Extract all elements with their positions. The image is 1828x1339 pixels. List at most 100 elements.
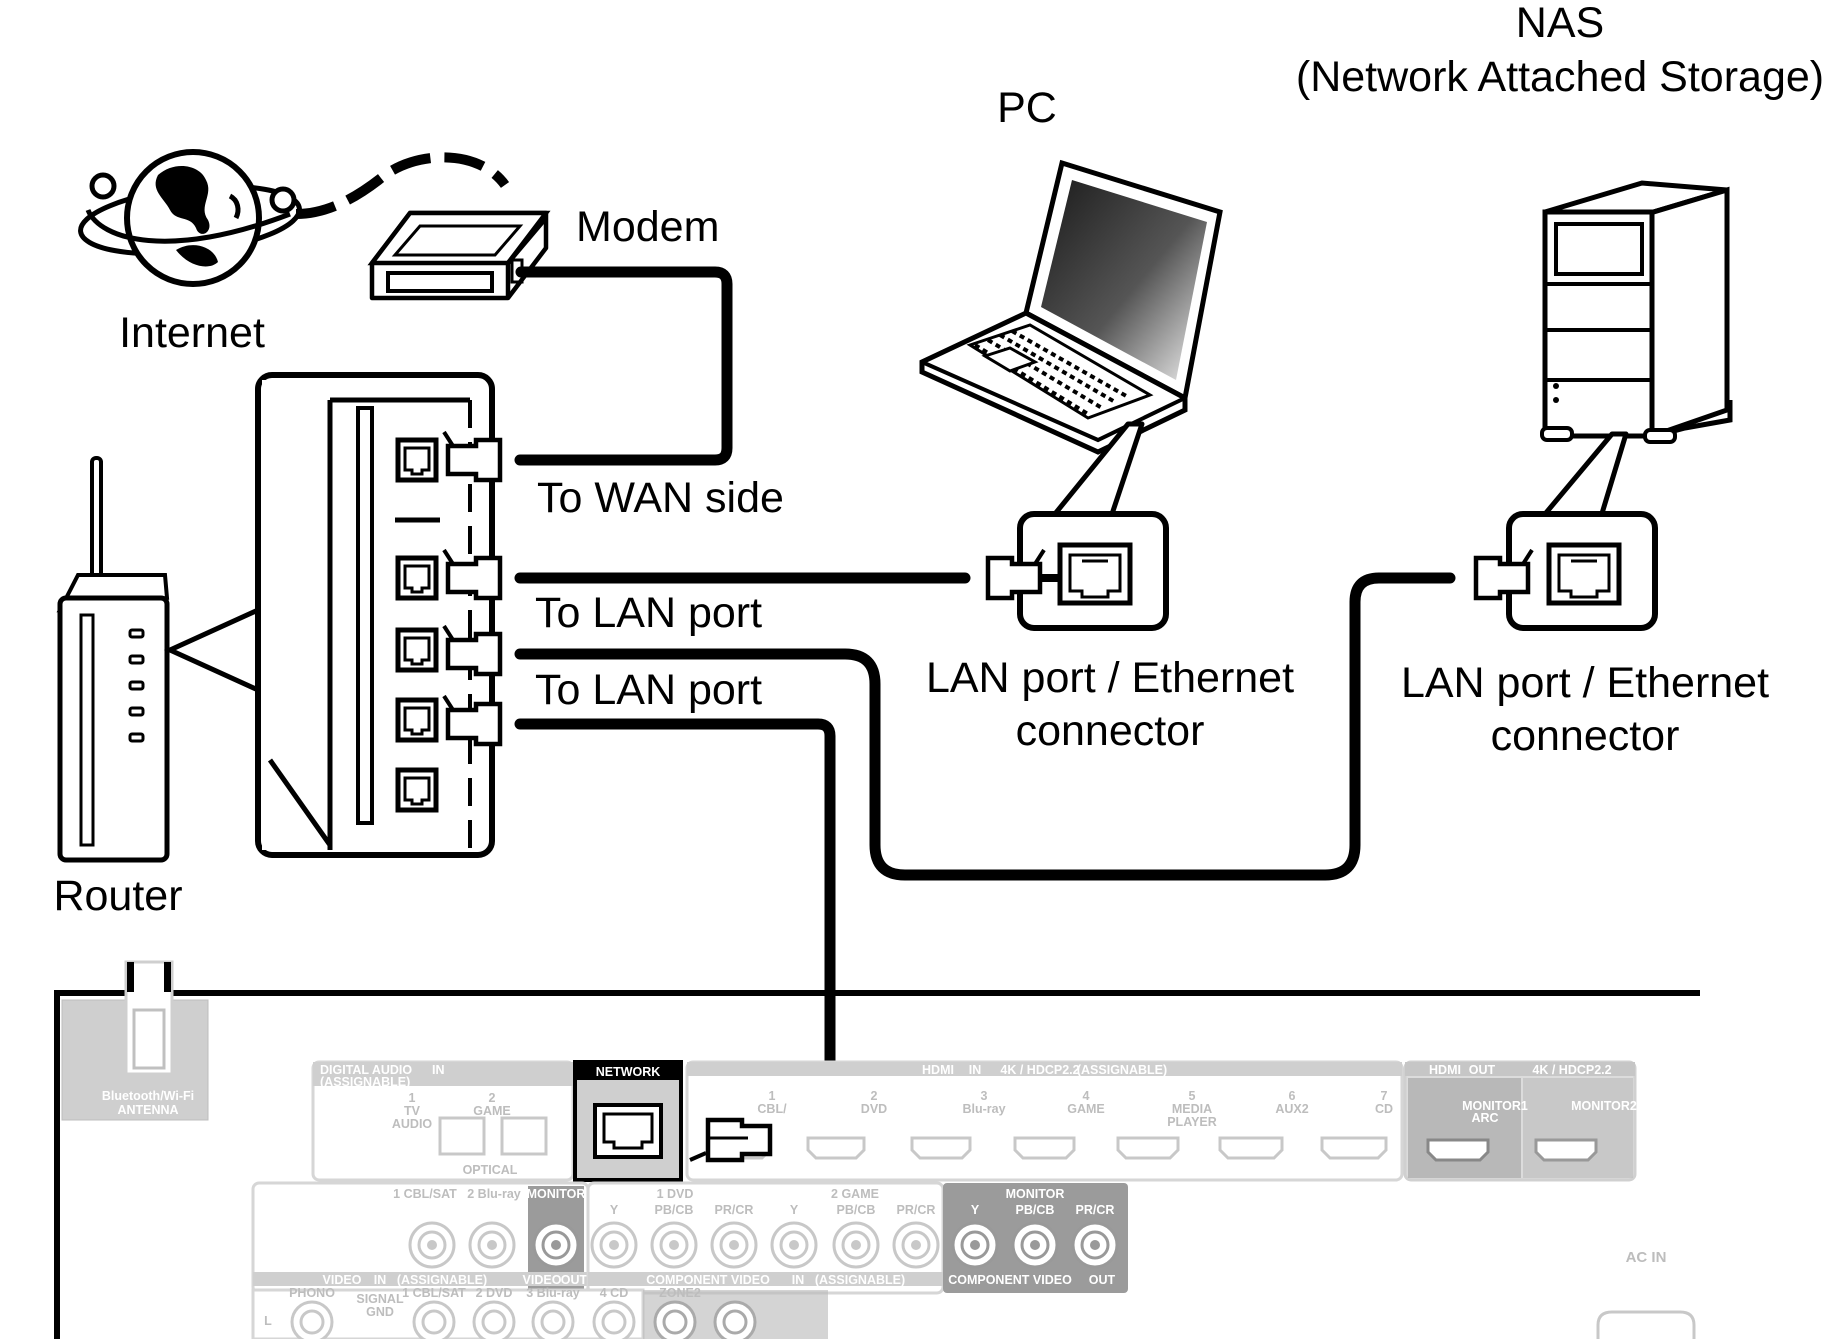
router-zoom-pointer	[163, 606, 261, 694]
hdmi-input-2: 2 DVD	[806, 1089, 887, 1160]
hdmi-out-spec: 4K / HDCP2.2	[1532, 1063, 1611, 1077]
monitor1-label: MONITOR1	[1462, 1099, 1528, 1113]
hdmi-in-assign: (ASSIGNABLE)	[1077, 1063, 1167, 1077]
hdmi-input-3-num: 3	[981, 1089, 988, 1103]
monitor1-arc-label: ARC	[1471, 1111, 1498, 1125]
audio-jack-phono	[290, 1300, 334, 1339]
component-group-2-label: 2 GAME	[831, 1187, 879, 1201]
component-2-pr: PR/CR	[897, 1203, 936, 1217]
hdmi-out-title: HDMI	[1429, 1063, 1461, 1077]
hdmi-input-1-num: 1	[769, 1089, 776, 1103]
to-wan-label: To WAN side	[537, 474, 784, 522]
hdmi-input-1: 1 CBL/	[757, 1089, 787, 1116]
hdmi-input-5: 5 MEDIA PLAYER	[1116, 1089, 1217, 1160]
video-in-jack-1	[408, 1221, 456, 1269]
hdmi-input-3: 3 Blu-ray	[910, 1089, 1006, 1160]
nas-callout-pointer	[1538, 431, 1629, 522]
hdmi-input-4-num: 4	[1083, 1089, 1090, 1103]
hdmi-in-badge: IN	[969, 1063, 982, 1077]
hdmi-out-badge: OUT	[1469, 1063, 1496, 1077]
optical-2-num: 2	[489, 1091, 496, 1105]
digital-audio-sub: (ASSIGNABLE)	[320, 1075, 410, 1089]
rj45-plug-nas	[1473, 548, 1534, 601]
video-in-badge: IN	[374, 1273, 387, 1287]
hdmi-input-5-num: 5	[1189, 1089, 1196, 1103]
internet-label: Internet	[119, 309, 265, 357]
video-out-label: VIDEO	[523, 1273, 562, 1287]
hdmi-in-title: HDMI	[922, 1063, 954, 1077]
hdmi-input-6: 6 AUX2	[1218, 1089, 1309, 1160]
component-2-y: Y	[790, 1203, 799, 1217]
audio-jack-1	[412, 1300, 456, 1339]
component-in-jack-1pr	[710, 1221, 758, 1269]
video-out-monitor-jack	[532, 1221, 580, 1269]
component-out-jack-pb	[1011, 1221, 1059, 1269]
hdmi-in-spec: 4K / HDCP2.2	[1000, 1063, 1079, 1077]
monitor2-label: MONITOR2	[1571, 1099, 1637, 1113]
component-group-1-label: 1 DVD	[657, 1187, 694, 1201]
router-icon	[56, 456, 170, 863]
pc-lan-connector-label-1: LAN port / Ethernet	[926, 654, 1294, 702]
nas-tower-icon	[1540, 180, 1733, 444]
receiver-network-port-icon	[593, 1103, 663, 1159]
modem-icon	[367, 210, 551, 301]
optical-1-name2: AUDIO	[392, 1117, 433, 1131]
component-in-jack-1y	[590, 1221, 638, 1269]
component-in-jack-2pr	[892, 1221, 940, 1269]
nas-lan-connector-label-2: connector	[1491, 712, 1680, 760]
audio-jack-4	[592, 1300, 636, 1339]
component-1-pr: PR/CR	[715, 1203, 754, 1217]
optical-2-name: GAME	[473, 1104, 511, 1118]
nas-lan-connector-label-1: LAN port / Ethernet	[1401, 659, 1769, 707]
component-2-pb: PB/CB	[837, 1203, 876, 1217]
antenna-label-2: ANTENNA	[117, 1103, 178, 1117]
component-in-jack-2pb	[832, 1221, 880, 1269]
rj45-plug-wan	[442, 430, 503, 483]
rj45-plug-lan-pc	[442, 548, 503, 601]
hdmi-input-2-num: 2	[871, 1089, 878, 1103]
component-monitor-label: MONITOR	[1006, 1187, 1065, 1201]
digital-audio-in-badge: IN	[432, 1063, 445, 1077]
router-lan-port-1	[395, 437, 439, 483]
audio-phono-label: PHONO	[289, 1286, 335, 1300]
audio-gnd-label: GND	[366, 1305, 394, 1319]
hdmi-input-6-name: AUX2	[1275, 1102, 1308, 1116]
component-out-label: COMPONENT VIDEO	[948, 1273, 1072, 1287]
router-label: Router	[53, 872, 182, 920]
component-out-pr: PR/CR	[1076, 1203, 1115, 1217]
router-lan-port-2	[395, 555, 439, 601]
nas-subtitle: (Network Attached Storage)	[1296, 53, 1824, 101]
receiver-plug-tab	[689, 1151, 707, 1162]
audio-l-label: L	[264, 1314, 272, 1328]
audio-in-4-label: 4 CD	[600, 1286, 628, 1300]
antenna-label-1: Bluetooth/Wi-Fi	[102, 1089, 194, 1103]
component-in-jack-1pb	[650, 1221, 698, 1269]
router-lan-port-4	[395, 697, 439, 743]
audio-zone2-label: ZONE2	[659, 1286, 701, 1300]
network-label: NETWORK	[596, 1065, 661, 1079]
hdmi-input-2-name: DVD	[861, 1102, 887, 1116]
cable-router-nas	[514, 572, 1456, 881]
pc-lan-port-icon	[1057, 542, 1133, 606]
video-input-1-label: 1 CBL/SAT	[393, 1187, 457, 1201]
component-out-y: Y	[971, 1203, 980, 1217]
receiver-rear-panel: Bluetooth/Wi-Fi ANTENNA DIGITAL AUDIO IN…	[54, 960, 1700, 1339]
nas-title: NAS	[1516, 0, 1604, 47]
hdmi-input-6-num: 6	[1289, 1089, 1296, 1103]
audio-in-3-label: 3 Blu-ray	[526, 1286, 580, 1300]
audio-in-2-label: 2 DVD	[476, 1286, 513, 1300]
pc-lan-connector-label-2: connector	[1016, 707, 1205, 755]
optical-1-num: 1	[409, 1091, 416, 1105]
optical-label: OPTICAL	[463, 1163, 518, 1177]
rj45-plug-pc	[985, 548, 1046, 601]
component-assign-label: (ASSIGNABLE)	[815, 1273, 905, 1287]
cable-modem-wan	[514, 266, 733, 466]
audio-jack-3	[531, 1300, 575, 1339]
rj45-plug-lan-nas	[442, 624, 503, 677]
ac-in-label: AC IN	[1626, 1249, 1667, 1266]
hdmi-input-4-name: GAME	[1067, 1102, 1105, 1116]
modem-label: Modem	[576, 203, 719, 251]
component-out-jack-pr	[1071, 1221, 1119, 1269]
router-lan-port-5	[395, 767, 439, 813]
